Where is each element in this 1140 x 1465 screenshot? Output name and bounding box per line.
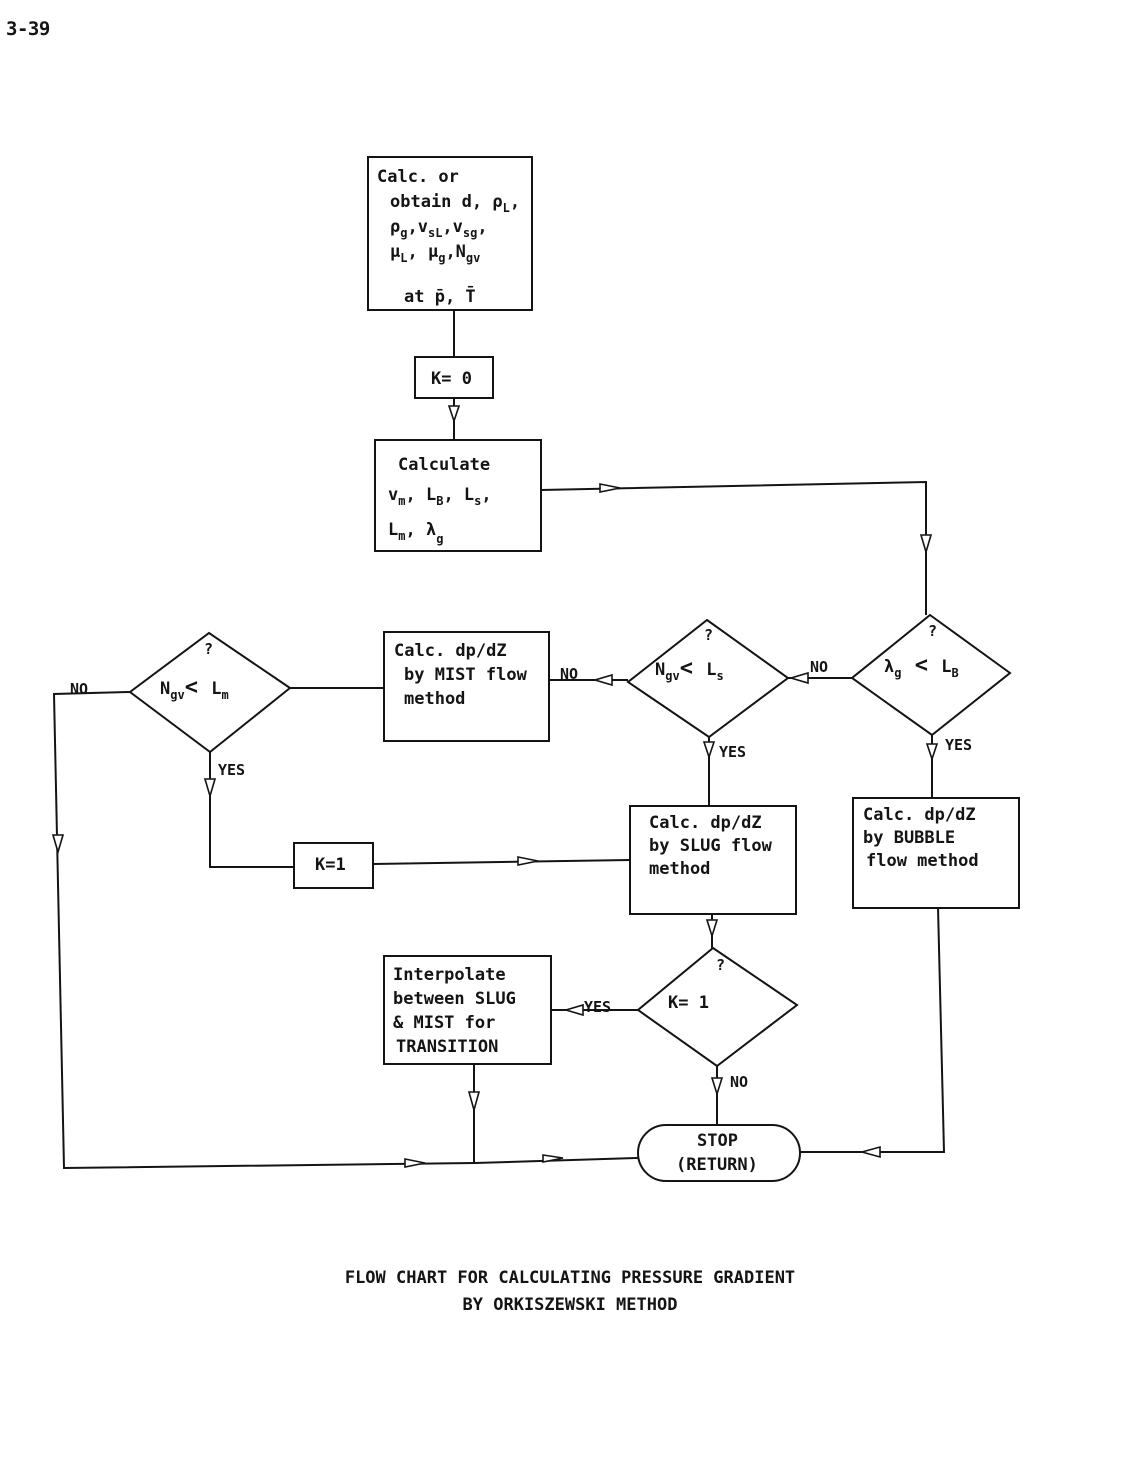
- node-text: K= 0: [431, 369, 472, 389]
- node-text: method: [404, 689, 465, 709]
- connectors: [51, 310, 946, 1170]
- edge-calculate-dec-bubble: [540, 480, 927, 615]
- edge-labels: YES NO YES NO YES NO YES NO: [70, 658, 972, 1091]
- arrow-head: [919, 534, 933, 555]
- arrow-head: [563, 1003, 584, 1017]
- node-text: & MIST for: [393, 1013, 495, 1033]
- label-k-yes: YES: [584, 998, 611, 1016]
- node-stop: STOP (RETURN): [637, 1124, 801, 1182]
- node-mist: Calc. dp/dZ by MIST flow method: [383, 631, 550, 742]
- node-text: (RETURN): [676, 1155, 758, 1175]
- arrow-head: [51, 834, 65, 855]
- process-box: [629, 805, 797, 915]
- arrow-head: [542, 1154, 564, 1163]
- decision-diamond: [626, 618, 790, 739]
- arrow-head: [710, 1077, 724, 1097]
- decision-question: ?: [704, 626, 713, 644]
- edge-dec-mist-stop: [52, 691, 476, 1170]
- caption-line-2: BY ORKISZEWSKI METHOD: [462, 1295, 678, 1315]
- node-text: obtain d, ρL,: [390, 192, 520, 215]
- node-text: Calc. dp/dZ: [394, 641, 507, 661]
- node-bubble: Calc. dp/dZ by BUBBLE flow method: [852, 797, 1020, 909]
- node-start: Calc. or obtain d, ρL, ρg,vsL,vsg, μL, μ…: [367, 156, 533, 311]
- process-box: [852, 797, 1020, 909]
- node-text: STOP: [697, 1131, 738, 1151]
- arrow-head: [592, 673, 613, 687]
- decision-diamond: [128, 631, 292, 754]
- node-text: K=1: [315, 855, 346, 875]
- arrow-head: [788, 671, 809, 685]
- label-slug-yes: YES: [719, 743, 746, 761]
- decision-text: Ngv< Ls: [655, 656, 724, 683]
- node-dec-k: ? K= 1: [636, 946, 799, 1068]
- label-bubble-no: NO: [810, 658, 828, 676]
- node-text: Interpolate: [393, 965, 506, 985]
- decision-diamond: [850, 613, 1012, 737]
- node-text: by MIST flow: [404, 665, 528, 685]
- node-k1: K=1: [293, 842, 374, 889]
- arrow-head: [925, 743, 939, 762]
- edge-bubble-stop: [800, 906, 946, 1153]
- node-slug: Calc. dp/dZ by SLUG flow method: [629, 805, 797, 915]
- node-text: by SLUG flow: [649, 836, 773, 856]
- node-dec-bubble: ? λg < LB: [850, 613, 1012, 737]
- node-text: vm, LB, Ls,: [388, 485, 492, 508]
- process-box: [367, 156, 533, 311]
- arrow-head: [705, 919, 719, 939]
- decision-question: ?: [928, 622, 937, 640]
- node-dec-mist: ? Ngv< Lm: [128, 631, 292, 754]
- decision-diamond: [636, 946, 799, 1068]
- process-box: [383, 955, 552, 1065]
- caption-line-1: FLOW CHART FOR CALCULATING PRESSURE GRAD…: [344, 1268, 796, 1288]
- arrow-head: [859, 1145, 881, 1159]
- arrow-head: [467, 1091, 481, 1113]
- process-box: [293, 842, 374, 889]
- node-text: Calc. dp/dZ: [863, 805, 976, 825]
- node-text: between SLUG: [393, 989, 516, 1009]
- node-calculate: Calculate vm, LB, Ls, Lm, λg: [374, 439, 542, 552]
- label-bubble-yes: YES: [945, 736, 972, 754]
- arrow-head: [702, 741, 716, 760]
- process-box: [374, 439, 542, 552]
- process-box: [383, 631, 550, 742]
- node-k0: K= 0: [414, 356, 494, 399]
- node-text: Calculate: [398, 455, 490, 475]
- node-text: flow method: [866, 851, 979, 871]
- label-mist-no: NO: [70, 680, 88, 698]
- node-text: method: [649, 859, 710, 879]
- edge-k1-slug: [372, 859, 631, 865]
- arrow-head: [404, 1158, 426, 1168]
- decision-question: ?: [204, 640, 213, 658]
- process-box: [414, 356, 494, 399]
- arrow-head: [447, 405, 461, 424]
- label-mist-yes: YES: [218, 761, 245, 779]
- edge-merge-stop: [474, 1157, 639, 1164]
- node-interp: Interpolate between SLUG & MIST for TRAN…: [383, 955, 552, 1065]
- node-text: Calc. dp/dZ: [649, 813, 762, 833]
- node-text: μL, μg,Ngv: [390, 242, 480, 265]
- arrow-head: [203, 778, 217, 799]
- node-text: Calc. or: [377, 167, 459, 187]
- arrow-head: [517, 856, 539, 866]
- node-dec-slug: ? Ngv< Ls: [626, 618, 790, 739]
- node-text: at p̄, T̄: [404, 285, 476, 307]
- label-slug-no: NO: [560, 665, 578, 683]
- decision-text: K= 1: [668, 993, 709, 1013]
- node-text: TRANSITION: [396, 1037, 498, 1057]
- decision-question: ?: [716, 956, 725, 974]
- node-text: by BUBBLE: [863, 828, 955, 848]
- label-k-no: NO: [730, 1073, 748, 1091]
- terminal-shape: [637, 1124, 801, 1182]
- page-number: 3-39: [6, 18, 50, 40]
- arrow-head: [599, 483, 621, 493]
